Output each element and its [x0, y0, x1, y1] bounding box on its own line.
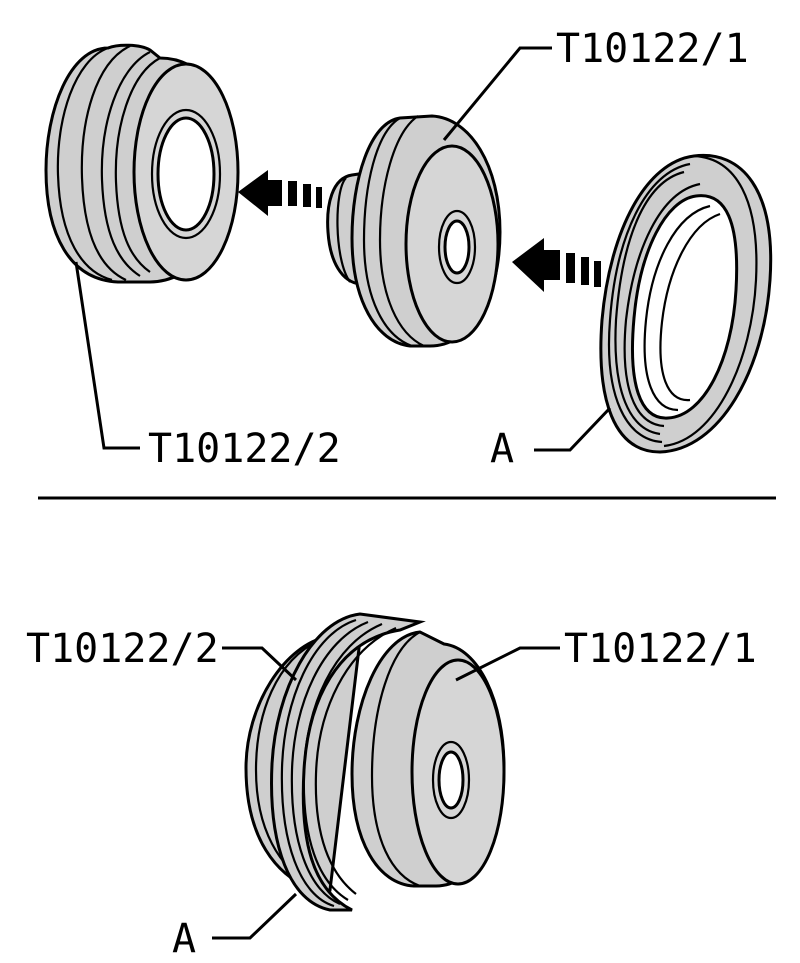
- label-top-tool-2: T10122/2: [148, 426, 341, 472]
- label-bottom-tool-1: T10122/1: [564, 626, 757, 672]
- assembled-view: [212, 612, 560, 940]
- label-bottom-seal: A: [172, 916, 196, 962]
- leader-top-tool-1: [442, 46, 552, 141]
- seal-a-part: [599, 153, 773, 454]
- assembly-arrow-icon: [512, 238, 601, 292]
- leader-bottom-seal: [212, 892, 298, 940]
- label-top-seal: A: [490, 426, 514, 472]
- leader-bottom-tool-1: [455, 646, 560, 682]
- exploded-view: [44, 43, 773, 454]
- tool-t10122-2-part: [44, 43, 240, 284]
- leader-bottom-tool-2: [222, 646, 298, 682]
- tool-t10122-1-part: [326, 114, 502, 348]
- label-top-tool-1: T10122/1: [556, 26, 749, 72]
- assembly-arrow-icon: [238, 170, 322, 216]
- label-bottom-tool-2: T10122/2: [26, 626, 219, 672]
- leader-top-seal: [534, 406, 612, 452]
- leader-top-tool-2: [74, 261, 140, 450]
